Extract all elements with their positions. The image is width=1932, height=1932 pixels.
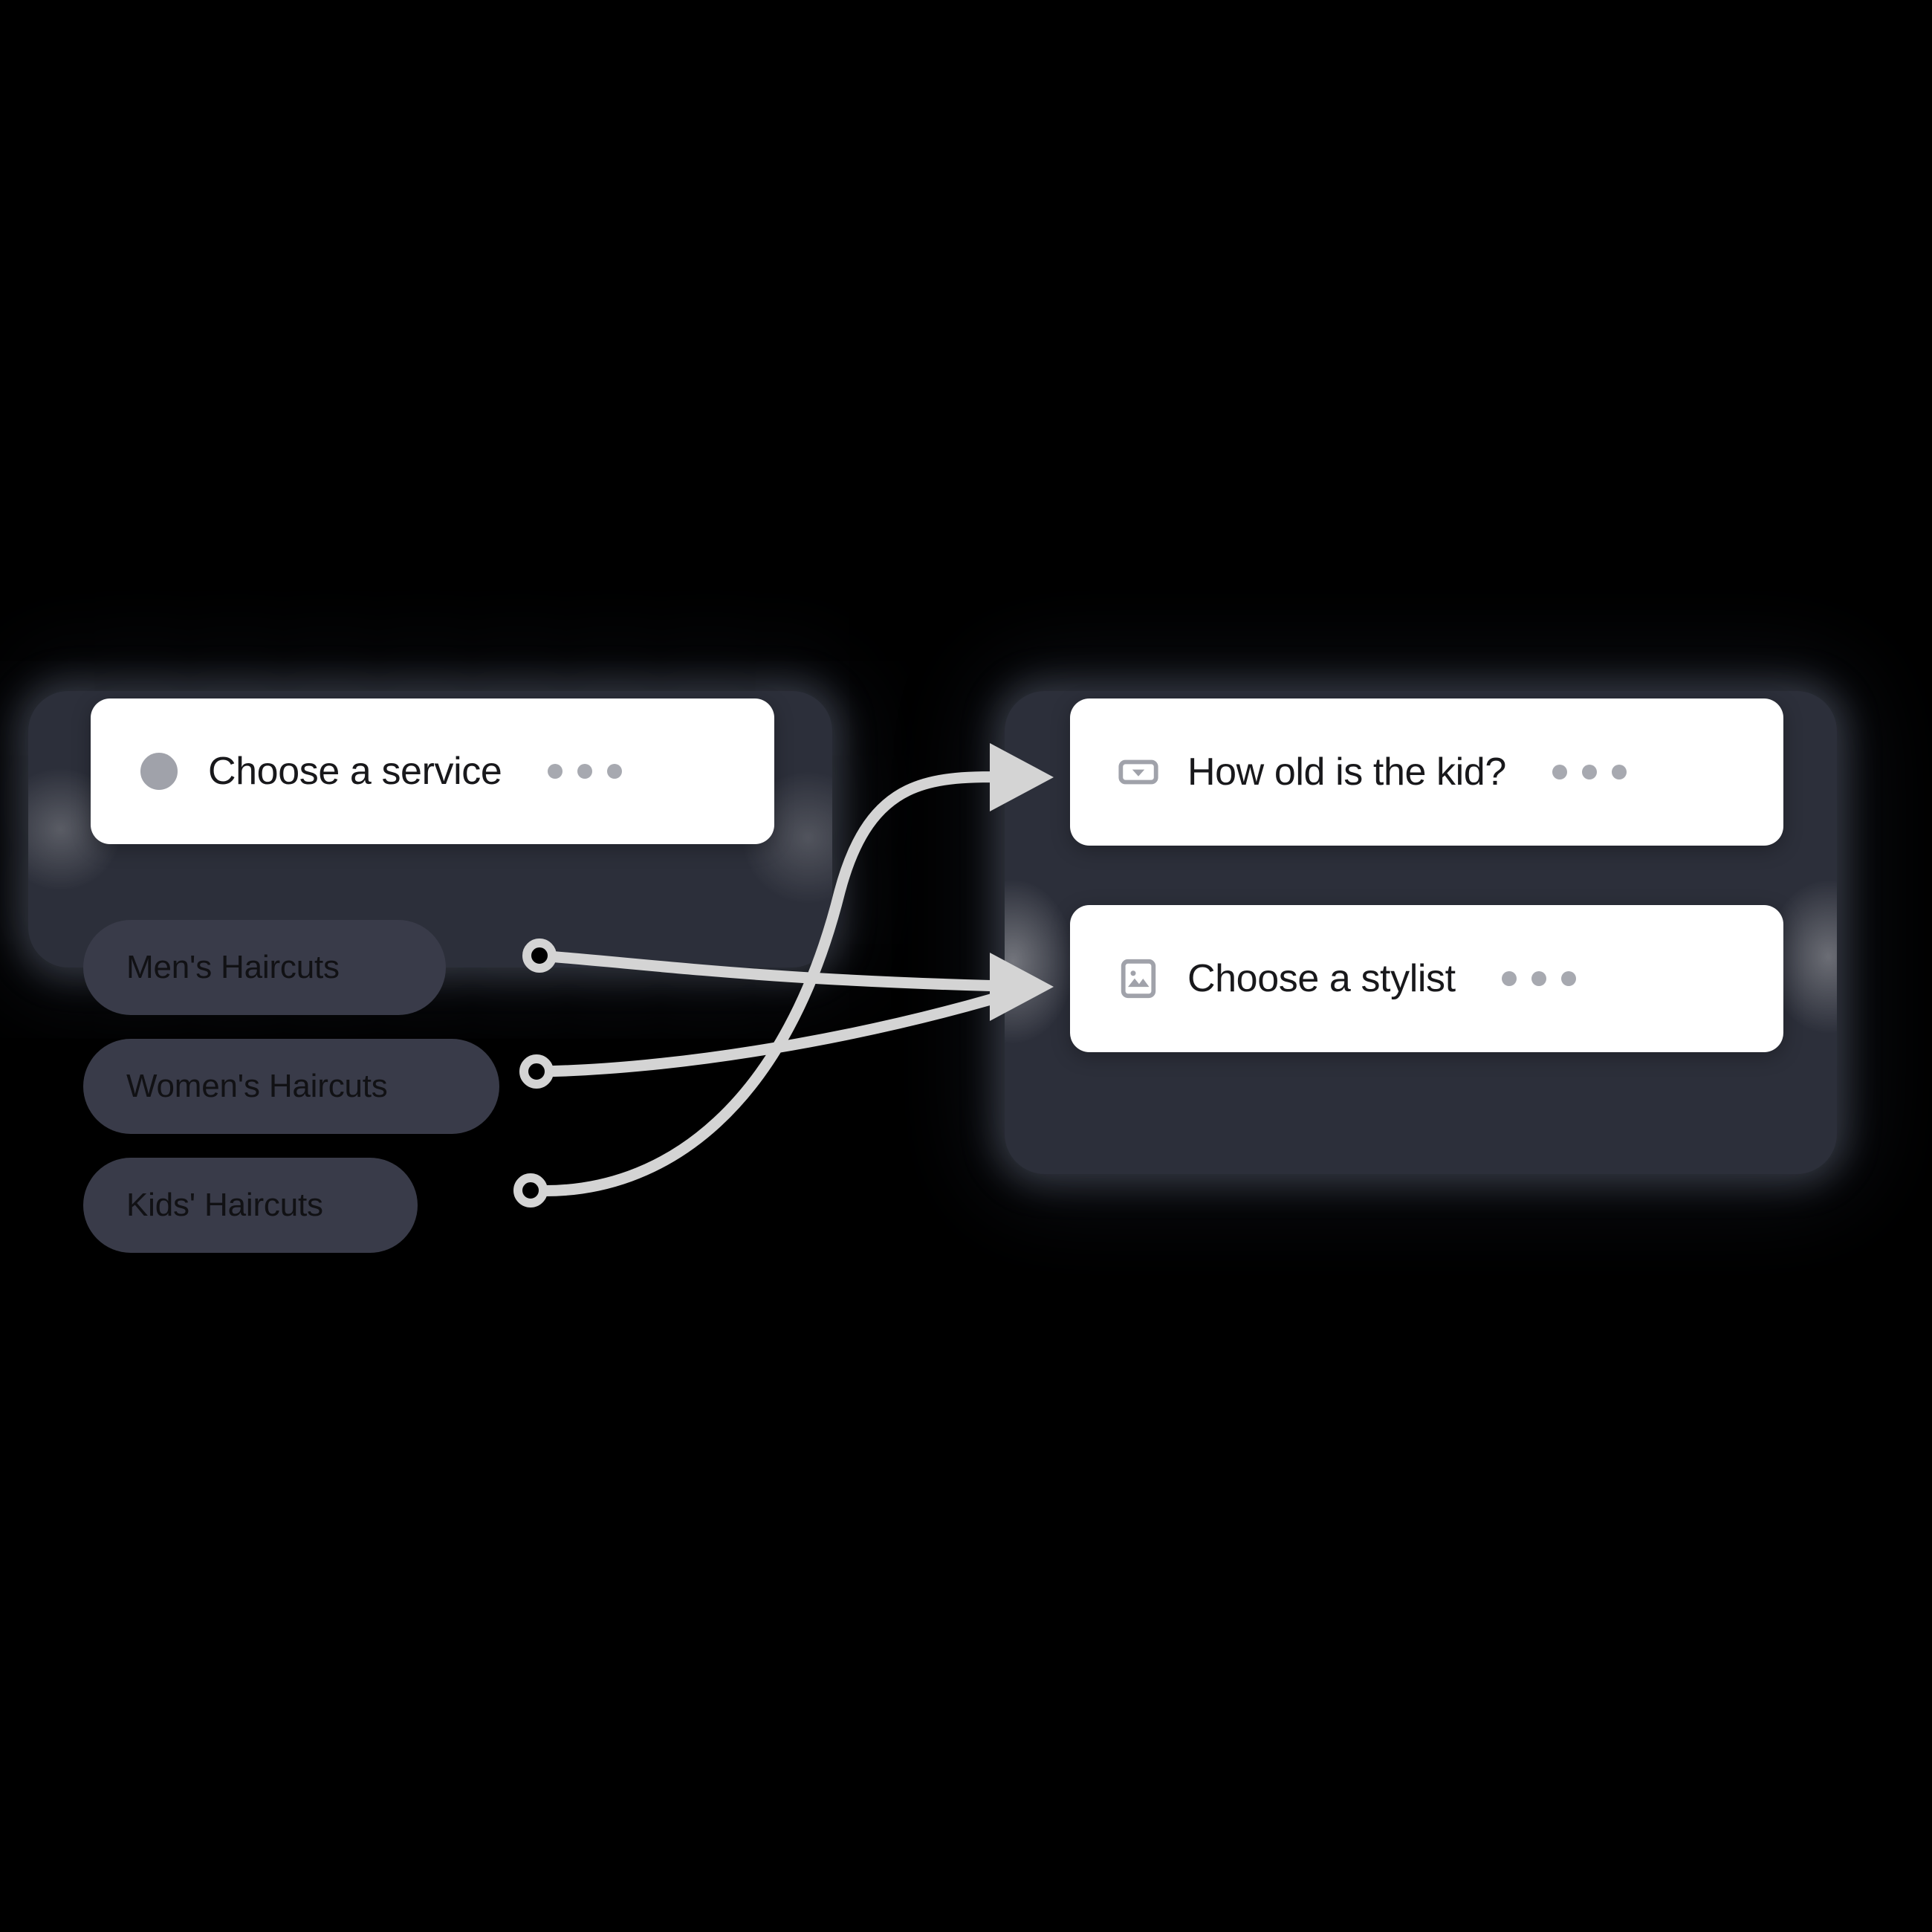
radio-button-icon — [137, 749, 181, 794]
port-women — [519, 1054, 554, 1089]
option-label: Kids' Haircuts — [126, 1187, 323, 1223]
node-overflow-menu-icon[interactable] — [1501, 971, 1576, 986]
node-choose-service[interactable]: Choose a service — [91, 698, 774, 844]
node-title: Choose a stylist — [1187, 957, 1456, 1000]
option-mens-haircuts[interactable]: Men's Haircuts — [83, 920, 446, 1015]
node-how-old-is-the-kid[interactable]: How old is the kid? — [1070, 698, 1783, 846]
edge-women-to-stylist — [531, 981, 1039, 1077]
node-title: Choose a service — [208, 750, 502, 793]
port-kids — [513, 1173, 548, 1208]
node-overflow-menu-icon[interactable] — [1552, 765, 1627, 779]
source-ports — [513, 939, 557, 1208]
node-choose-a-stylist[interactable]: Choose a stylist — [1070, 905, 1783, 1052]
node-title: How old is the kid? — [1187, 751, 1506, 794]
image-picker-icon — [1116, 956, 1161, 1001]
option-label: Women's Haircuts — [126, 1068, 388, 1104]
option-label: Men's Haircuts — [126, 949, 340, 985]
option-womens-haircuts[interactable]: Women's Haircuts — [83, 1039, 499, 1134]
dropdown-select-icon — [1116, 750, 1161, 794]
option-kids-haircuts[interactable]: Kids' Haircuts — [83, 1158, 418, 1253]
node-overflow-menu-icon[interactable] — [548, 764, 623, 779]
